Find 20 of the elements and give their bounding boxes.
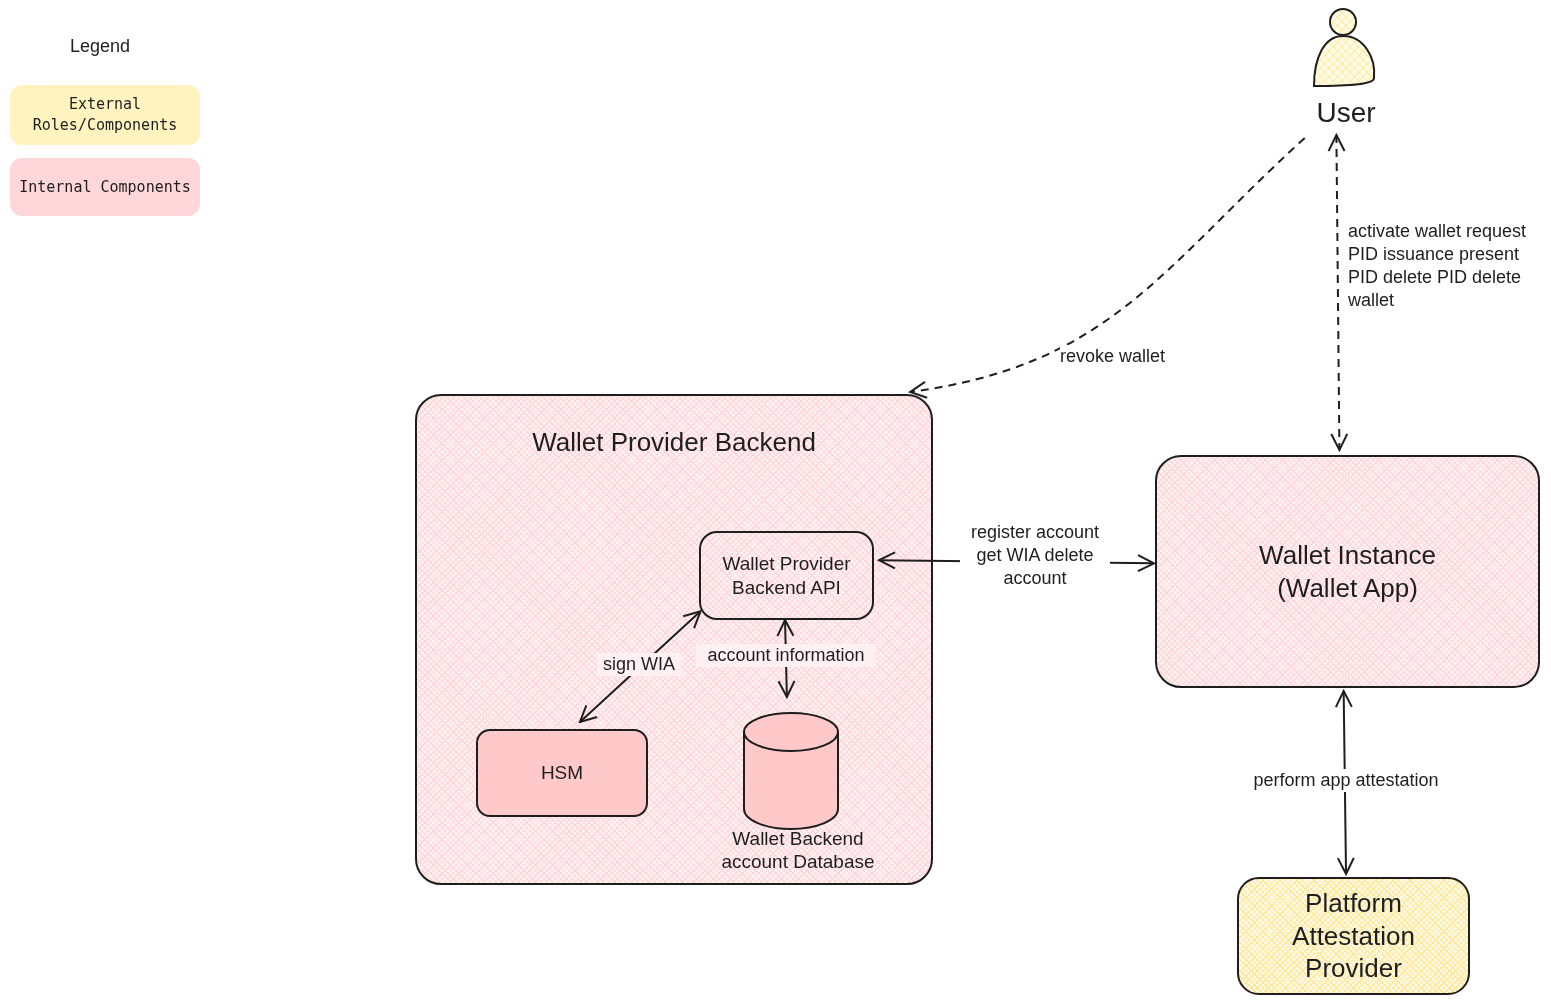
node-label: Wallet Provider Backend	[532, 426, 816, 459]
arrow	[909, 137, 1306, 399]
legend-title: Legend	[70, 36, 131, 57]
node-label: User	[1316, 96, 1376, 130]
process-box	[699, 531, 874, 620]
node-label: Wallet Backend account Database	[720, 826, 876, 874]
process-box	[1237, 877, 1470, 995]
edge-label: sign WIA	[597, 653, 681, 676]
legend-swatch: External Roles/Components	[10, 85, 200, 145]
process-box	[1155, 455, 1540, 688]
process-box	[476, 729, 648, 817]
node-label: Wallet Provider Backend API	[721, 551, 852, 600]
node-label: HSM	[540, 761, 584, 785]
legend-swatch: Internal Components	[10, 158, 200, 216]
arrow	[1327, 134, 1349, 451]
node-label: Platform Attestation Provider	[1291, 887, 1416, 985]
node-label: Wallet Instance (Wallet App)	[1258, 539, 1437, 604]
container-box	[415, 394, 933, 885]
arrow	[1334, 690, 1355, 875]
edge-label: account information	[696, 644, 876, 667]
